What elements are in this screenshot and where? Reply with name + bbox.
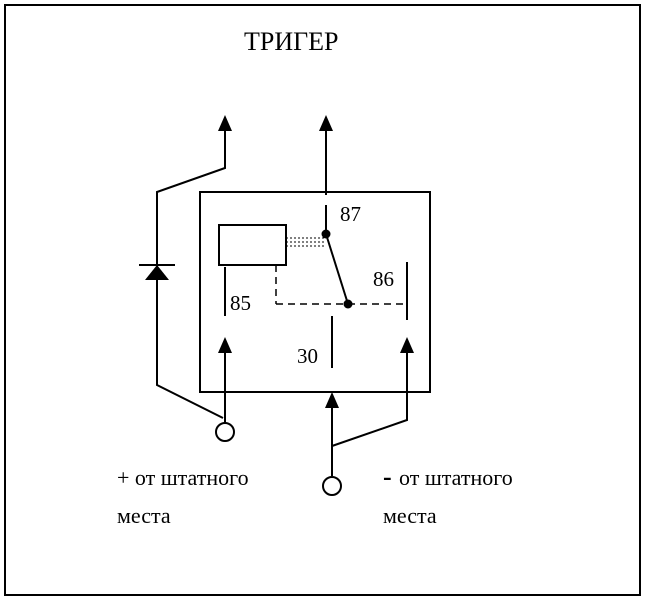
coil-switch-link (286, 237, 326, 247)
diode-icon (139, 264, 175, 280)
plus-input-wire (218, 337, 232, 423)
relay-box (199, 191, 431, 393)
diode-branch (156, 130, 226, 419)
minus-terminal (322, 476, 342, 496)
diagram-title: ТРИГЕР (244, 27, 339, 56)
pin-86-label: 86 (373, 267, 394, 291)
pin-30-input-arrow (325, 392, 339, 408)
pin-87-output (319, 115, 333, 234)
left-output-arrow (218, 115, 232, 131)
pin-86-input-arrow (400, 337, 414, 353)
outer-frame (4, 4, 641, 596)
pin-30-label: 30 (297, 344, 318, 368)
plus-note-line1: + от штатного (117, 465, 249, 490)
plus-note-line2: места (117, 503, 171, 528)
dashed-coil-link (275, 265, 403, 305)
minus-note-line1: от штатного (399, 465, 513, 490)
pin-87-label: 87 (340, 202, 361, 226)
plus-terminal (215, 422, 235, 442)
minus-note-line2: места (383, 503, 437, 528)
relay-coil (218, 224, 287, 266)
pin-85-label: 85 (230, 291, 251, 315)
minus-sign: - (383, 462, 392, 491)
minus-input-wire (331, 352, 408, 476)
switch-blade (325, 233, 349, 305)
